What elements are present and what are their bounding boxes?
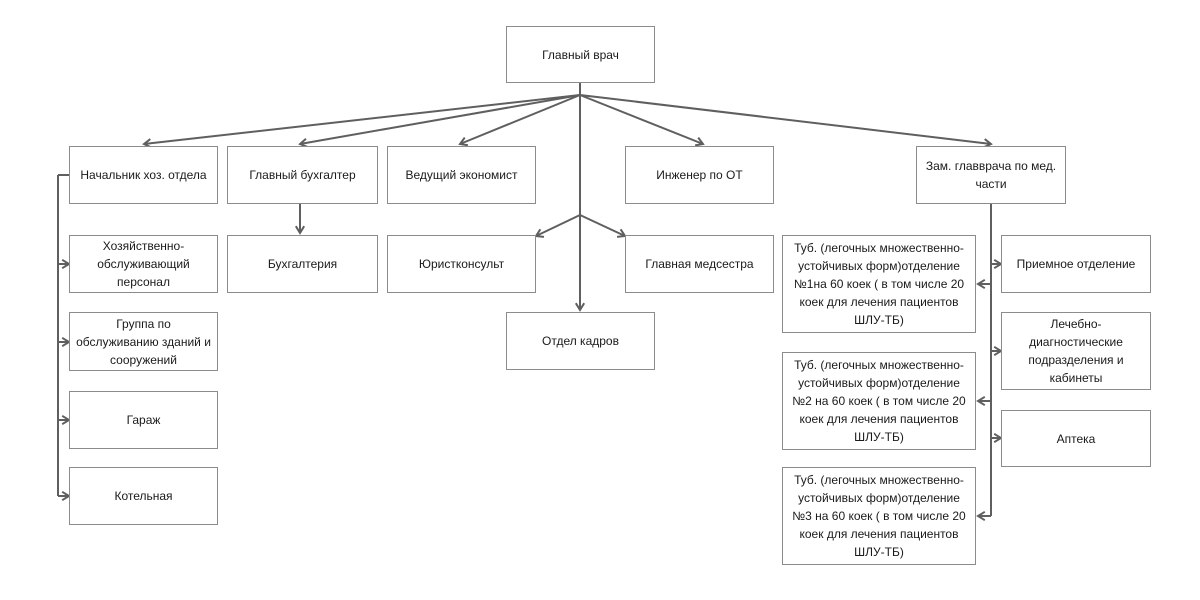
edge-head-economist-arrowhead: [458, 136, 469, 147]
node-chief-accountant: Главный бухгалтер: [227, 146, 378, 204]
edge-head-economist: [459, 94, 581, 145]
node-hoz-staff: Хозяйственно-обслуживающий персонал: [69, 235, 218, 293]
edge-head-accountant-arrowhead: [298, 137, 308, 148]
edge-head-hr-arrowhead: [574, 302, 586, 312]
edge-deputy-tb1-arrowhead: [976, 278, 986, 290]
edge-head-ot: [579, 94, 704, 145]
node-tb-dept-1: Туб. (легочных множественно-устойчивых ф…: [782, 235, 976, 333]
node-garage: Гараж: [69, 391, 218, 449]
node-tb-dept-3: Туб. (легочных множественно-устойчивых ф…: [782, 467, 976, 565]
edge-accountant-accounting-arrowhead: [294, 225, 306, 235]
node-hoz-head: Начальник хоз. отдела: [69, 146, 218, 204]
node-head: Главный врач: [506, 26, 655, 83]
edge-head-legal: [535, 214, 581, 237]
node-deputy-med: Зам. главврача по мед. части: [916, 146, 1066, 204]
node-economist: Ведущий экономист: [387, 146, 536, 204]
node-admission: Приемное отделение: [1001, 235, 1151, 293]
node-ot-engineer: Инженер по ОТ: [625, 146, 774, 204]
node-legal: Юристконсульт: [387, 235, 536, 293]
node-hr: Отдел кадров: [506, 312, 655, 370]
node-head-nurse: Главная медсестра: [625, 235, 774, 293]
edge-head-legal-arrowhead: [534, 228, 545, 238]
node-tb-dept-2: Туб. (легочных множественно-устойчивых ф…: [782, 352, 976, 450]
node-accounting: Бухгалтерия: [227, 235, 378, 293]
node-diagnostic: Лечебно-диагностические подразделения и …: [1001, 312, 1151, 390]
node-buildings-group: Группа по обслуживанию зданий и сооружен…: [69, 312, 218, 371]
edge-head-accountant: [299, 94, 581, 145]
edge-deputy-tb3-arrowhead: [976, 510, 986, 522]
edge-head-nurse: [579, 214, 626, 237]
edge-deputy-tb2-arrowhead: [976, 395, 986, 407]
edge-head-deputy: [579, 94, 992, 145]
edge-head-ot-arrowhead: [694, 136, 705, 147]
node-pharmacy: Аптека: [1001, 410, 1151, 467]
node-boiler: Котельная: [69, 467, 218, 525]
edge-head-hoz: [143, 94, 581, 145]
